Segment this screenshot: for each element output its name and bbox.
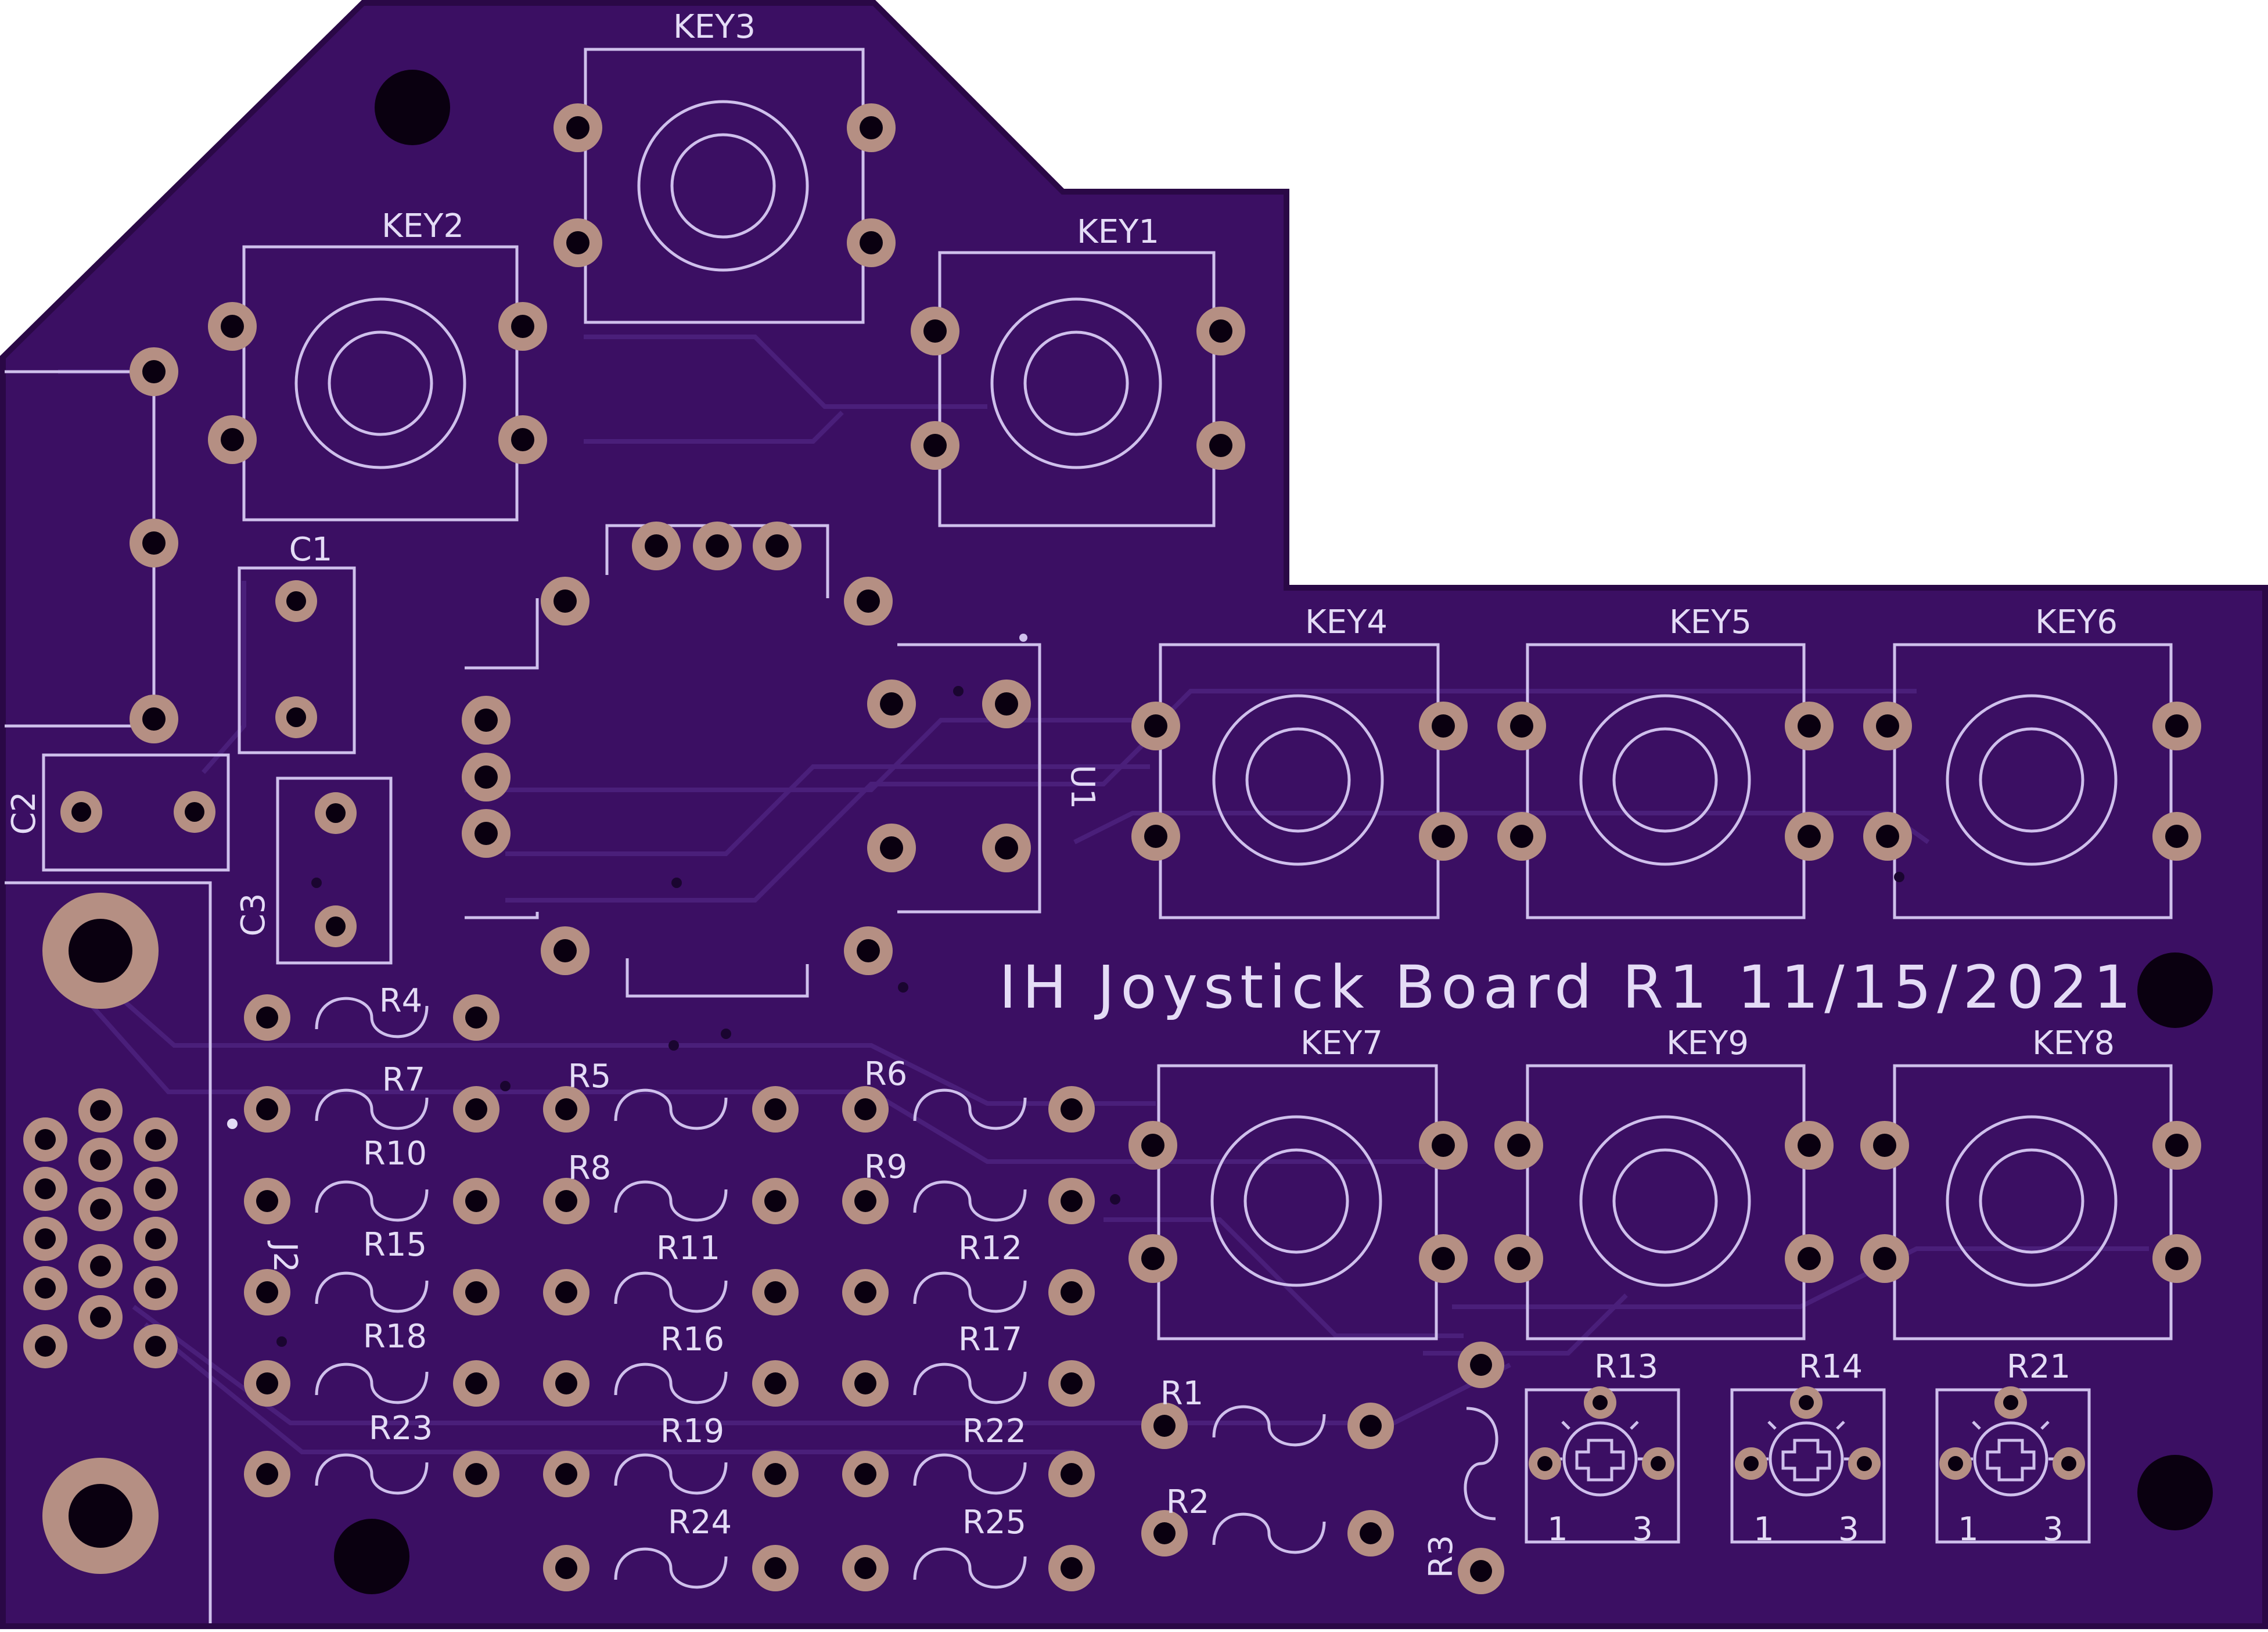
resistor-r24: R24 xyxy=(543,1504,799,1591)
copper-traces xyxy=(58,335,2149,1454)
resistor-r2: R2 xyxy=(1141,1483,1394,1556)
r5-label: R5 xyxy=(568,1058,612,1095)
connector-j2: J2 xyxy=(5,881,304,1623)
key8-label: KEY8 xyxy=(2032,1025,2115,1062)
resistor-r1: R1 xyxy=(1141,1375,1394,1449)
key-switch-key3: KEY3 xyxy=(553,8,896,324)
r15-label: R15 xyxy=(363,1226,427,1264)
r14-label: R14 xyxy=(1799,1348,1863,1386)
key-switch-key2: KEY2 xyxy=(208,207,547,522)
capacitor-c3: C3 xyxy=(235,777,393,965)
key4-label: KEY4 xyxy=(1305,603,1388,641)
key-switch-key6: KEY6 xyxy=(1863,603,2201,919)
key1-label: KEY1 xyxy=(1077,213,1159,251)
c3-label: C3 xyxy=(235,893,272,937)
key7-label: KEY7 xyxy=(1300,1025,1383,1062)
mounting-hole xyxy=(375,70,450,145)
r19-label: R19 xyxy=(660,1412,724,1450)
r21-pin1-label: 1 xyxy=(1958,1511,1979,1548)
resistor-r19: R19 xyxy=(543,1412,799,1497)
key2-label: KEY2 xyxy=(382,207,464,245)
resistor-r9: R9 xyxy=(842,1148,1095,1224)
resistor-r6: R6 xyxy=(842,1055,1095,1133)
resistor-r22: R22 xyxy=(842,1412,1095,1497)
r4-label: R4 xyxy=(379,982,423,1020)
trimpot-r21: 1 3 R21 xyxy=(1935,1348,2091,1548)
r21-label: R21 xyxy=(2007,1348,2071,1386)
mounting-hole xyxy=(334,1519,409,1594)
capacitor-c2: C2 xyxy=(5,753,230,872)
c1-label: C1 xyxy=(289,531,333,569)
ic-u1: U1 xyxy=(462,522,1101,998)
mounting-hole xyxy=(2137,1455,2213,1530)
r22-label: R22 xyxy=(962,1412,1026,1450)
resistor-r11: R11 xyxy=(543,1230,799,1315)
key-switch-key5: KEY5 xyxy=(1497,603,1834,919)
r23-label: R23 xyxy=(369,1410,433,1447)
key-switch-key8: KEY8 xyxy=(1860,1025,2201,1340)
r14-pin3-label: 3 xyxy=(1838,1511,1859,1548)
r3-label: R3 xyxy=(1422,1535,1460,1579)
r21-pin3-label: 3 xyxy=(2043,1511,2064,1548)
r10-label: R10 xyxy=(363,1135,427,1173)
vias xyxy=(227,686,1904,1347)
r17-label: R17 xyxy=(958,1321,1022,1358)
resistor-r5: R5 xyxy=(543,1058,799,1133)
r13-pin1-label: 1 xyxy=(1547,1511,1568,1548)
r24-label: R24 xyxy=(668,1504,732,1541)
resistor-r7: R7 xyxy=(244,1061,499,1133)
r12-label: R12 xyxy=(958,1230,1022,1267)
edge-header xyxy=(5,347,178,743)
trimpot-r14: 1 3 R14 xyxy=(1730,1348,1886,1548)
r2-label: R2 xyxy=(1166,1483,1210,1521)
mounting-hole xyxy=(2137,952,2213,1028)
r11-label: R11 xyxy=(656,1230,720,1267)
resistor-r16: R16 xyxy=(543,1321,799,1407)
key-switch-key4: KEY4 xyxy=(1131,603,1468,919)
r14-pin1-label: 1 xyxy=(1753,1511,1774,1548)
r8-label: R8 xyxy=(568,1149,612,1187)
resistor-r4: R4 xyxy=(244,982,499,1041)
r13-label: R13 xyxy=(1594,1348,1658,1386)
u1-label: U1 xyxy=(1063,765,1101,810)
key-switch-key1: KEY1 xyxy=(911,213,1245,527)
resistor-r15: R15 xyxy=(244,1226,499,1315)
key-switch-key7: KEY7 xyxy=(1128,1025,1468,1340)
resistor-r10: R10 xyxy=(244,1135,499,1224)
r13-pin3-label: 3 xyxy=(1632,1511,1653,1548)
key6-label: KEY6 xyxy=(2035,603,2118,641)
r6-label: R6 xyxy=(864,1055,908,1093)
r7-label: R7 xyxy=(382,1061,426,1099)
resistor-r25: R25 xyxy=(842,1504,1095,1591)
key9-label: KEY9 xyxy=(1666,1025,1749,1062)
r9-label: R9 xyxy=(864,1148,908,1186)
trimpot-r13: 1 3 R13 xyxy=(1525,1348,1680,1548)
r16-label: R16 xyxy=(660,1321,724,1358)
key3-label: KEY3 xyxy=(673,8,756,46)
r1-label: R1 xyxy=(1160,1375,1204,1412)
mounting-holes xyxy=(334,70,2213,1594)
resistor-r17: R17 xyxy=(842,1321,1095,1407)
resistor-r3: R3 xyxy=(1422,1342,1504,1594)
resistor-r23: R23 xyxy=(244,1410,499,1497)
resistor-r8: R8 xyxy=(543,1149,799,1224)
capacitor-c1: C1 xyxy=(238,531,356,754)
resistor-r12: R12 xyxy=(842,1230,1095,1315)
key5-label: KEY5 xyxy=(1669,603,1752,641)
c2-label: C2 xyxy=(5,792,43,835)
board-title: IH Joystick Board R1 11/15/2021 xyxy=(999,953,2137,1022)
key-switch-key9: KEY9 xyxy=(1494,1025,1834,1340)
resistor-r18: R18 xyxy=(244,1318,499,1407)
j2-label: J2 xyxy=(266,1241,304,1272)
r18-label: R18 xyxy=(363,1318,427,1356)
r25-label: R25 xyxy=(962,1504,1026,1541)
